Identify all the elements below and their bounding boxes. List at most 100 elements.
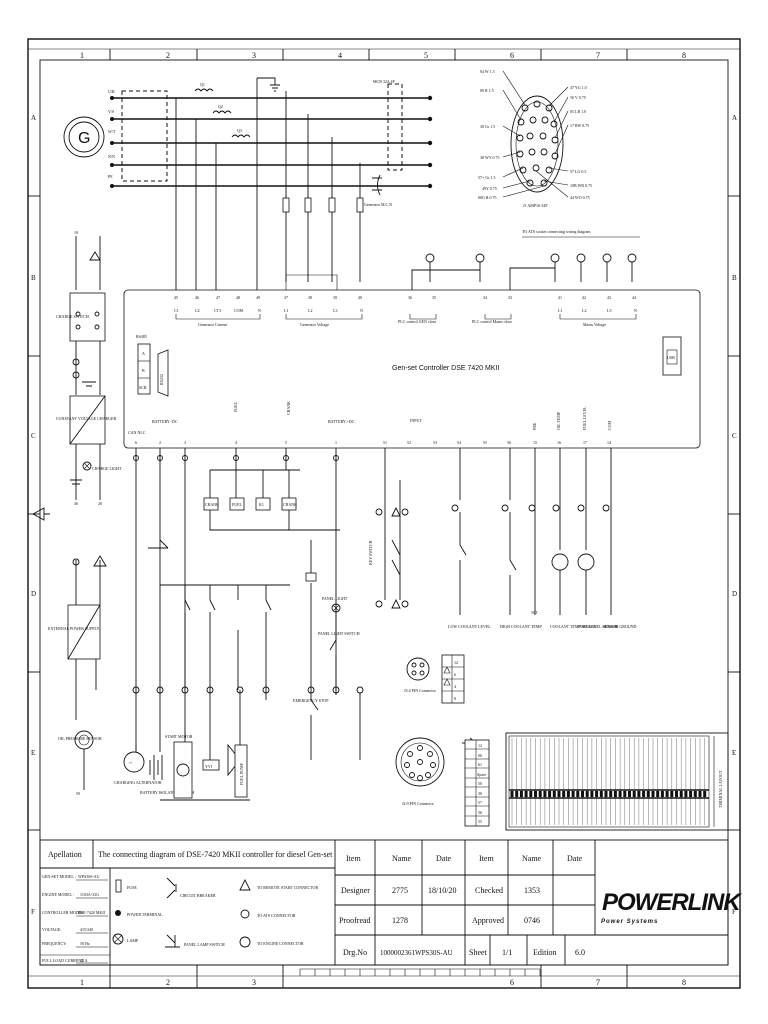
svg-text:17: 17 <box>583 440 587 445</box>
label-input: INPUT <box>410 418 422 423</box>
sense-fuse-2 <box>304 197 312 213</box>
sense-fuse-1 <box>282 197 290 213</box>
svg-text:FULL LOAD CURRENT:: FULL LOAD CURRENT: <box>42 958 85 963</box>
terminal-block <box>585 791 589 797</box>
fuse-q1: Q1 <box>194 82 214 92</box>
term-40: 40 <box>358 295 362 300</box>
bus-lines <box>110 95 433 189</box>
j1-right-pin-4: 17 RW 0.75 <box>570 123 589 128</box>
breaker-icon <box>166 877 177 899</box>
svg-text:14: 14 <box>607 440 611 445</box>
terminal-block <box>604 791 608 797</box>
svg-text:FUEL: FUEL <box>232 502 243 507</box>
checked-value: 1353 <box>524 886 540 895</box>
sense-fuse-3 <box>328 197 336 213</box>
svg-text:EXTERNAL POWER SUPPLY: EXTERNAL POWER SUPPLY <box>48 626 100 631</box>
svg-text:53: 53 <box>433 440 437 445</box>
top-terminal-labels: 45 46 47 48 49 37 38 39 40 36 35 34 33 4… <box>174 295 636 300</box>
start-motor <box>173 741 193 799</box>
terminal-block <box>651 791 655 797</box>
grid-col-8: 8 <box>682 51 686 60</box>
terminal-block <box>548 791 552 797</box>
svg-text:CT3: CT3 <box>214 308 221 313</box>
ats-section: TO ATS socket connecting wiring diagram <box>285 229 640 290</box>
grid-col-8-bottom: 8 <box>682 978 686 987</box>
svg-text:N: N <box>360 308 363 313</box>
terminal-block <box>613 791 617 797</box>
phase-n: N/N <box>108 154 115 159</box>
svg-text:415/240: 415/240 <box>80 927 93 932</box>
brand-logo: POWERLINK Power Systems <box>601 889 743 925</box>
grid-row-e: E <box>31 749 35 757</box>
svg-text:10: 10 <box>74 230 78 235</box>
rs485-port <box>137 343 151 395</box>
grid-row-c: C <box>31 432 36 440</box>
svg-text:TO REMOTE START CONNECTOR: TO REMOTE START CONNECTOR <box>257 885 318 890</box>
usb-port <box>662 336 682 376</box>
svg-text:1103A-33G: 1103A-33G <box>80 892 99 897</box>
phase-w: W/T <box>108 129 116 134</box>
grid-col-4: 4 <box>338 51 342 60</box>
svg-text:TO ENGINE CONNECTOR: TO ENGINE CONNECTOR <box>257 941 304 946</box>
charge-switch <box>69 292 106 342</box>
svg-text:Q3: Q3 <box>237 128 242 133</box>
terminal-block <box>590 791 594 797</box>
svg-text:12: 12 <box>478 743 482 748</box>
grid-row-f: F <box>31 908 35 916</box>
svg-text:Item: Item <box>346 854 361 863</box>
terminal-block <box>599 791 603 797</box>
svg-text:51: 51 <box>383 440 387 445</box>
svg-text:16: 16 <box>557 440 561 445</box>
grid-row-b: B <box>31 274 36 282</box>
phase-pe: PE <box>108 174 113 179</box>
term-39: 39 <box>333 295 337 300</box>
neutral-link <box>372 174 382 196</box>
ats-icon <box>240 909 250 919</box>
grid-col-2-bottom: 2 <box>166 978 170 987</box>
sensor-inputs: 50T LOW COOLANT LEVEL HIGH COOLANT TEMP … <box>448 448 637 629</box>
svg-text:C1: C1 <box>174 308 179 313</box>
terminal-block <box>632 791 636 797</box>
controller-body <box>123 289 701 449</box>
lamp-icon <box>112 933 124 945</box>
designer-label: Designer <box>341 886 370 895</box>
controller-title: Gen-set Controller DSE 7420 MKII <box>392 365 499 372</box>
svg-text:06: 06 <box>478 753 482 758</box>
legend: FUSE POWER TERMINAL LAMP CIRCUIT BREAKER… <box>112 877 318 948</box>
svg-text:56: 56 <box>507 440 511 445</box>
grid-col-6: 6 <box>510 51 514 60</box>
phase-u: U/R <box>108 89 115 94</box>
svg-text:Name: Name <box>522 854 542 863</box>
svg-text:C2: C2 <box>195 308 200 313</box>
term-38: 38 <box>308 295 312 300</box>
label-battery-pos: BATTERY +DC <box>328 419 355 424</box>
term-49: 49 <box>256 295 260 300</box>
fuse-q3: Q3 <box>231 128 251 138</box>
label-fuel: FUEL <box>233 401 238 412</box>
grid-row-a-right: A <box>732 114 737 122</box>
svg-text:Q1: Q1 <box>200 82 205 87</box>
controller-dse7420: Gen-set Controller DSE 7420 MKII RS485 A… <box>123 289 701 449</box>
phase-v: V/S <box>108 109 114 114</box>
j1-right-pin-6: 10B WR 0.75 <box>570 183 592 188</box>
yv1-solenoid <box>202 759 220 771</box>
centering-mark <box>32 507 50 521</box>
terminal-block <box>529 791 533 797</box>
grid-col-2: 2 <box>166 51 170 60</box>
terminal-block <box>581 791 584 797</box>
svg-text:Date: Date <box>436 854 452 863</box>
sensor-ground: SENSOR GROUND <box>603 624 637 629</box>
center-panel: CRANK FUEL K1 CRANK PANEL LIGHT PANEL LI… <box>114 448 364 801</box>
term-44: 44 <box>632 295 636 300</box>
svg-text:52: 52 <box>407 440 411 445</box>
terminal-block <box>618 791 622 797</box>
svg-text:CONSTANT VOLTAGE CHARGER: CONSTANT VOLTAGE CHARGER <box>56 416 117 421</box>
svg-text:50: 50 <box>76 791 80 796</box>
grid-row-d-right: D <box>732 590 737 598</box>
inner-frame <box>39 59 729 966</box>
term-46: 46 <box>195 295 199 300</box>
warning-triangle <box>89 251 101 261</box>
terminal-block <box>519 791 523 797</box>
svg-text:Name: Name <box>392 854 412 863</box>
